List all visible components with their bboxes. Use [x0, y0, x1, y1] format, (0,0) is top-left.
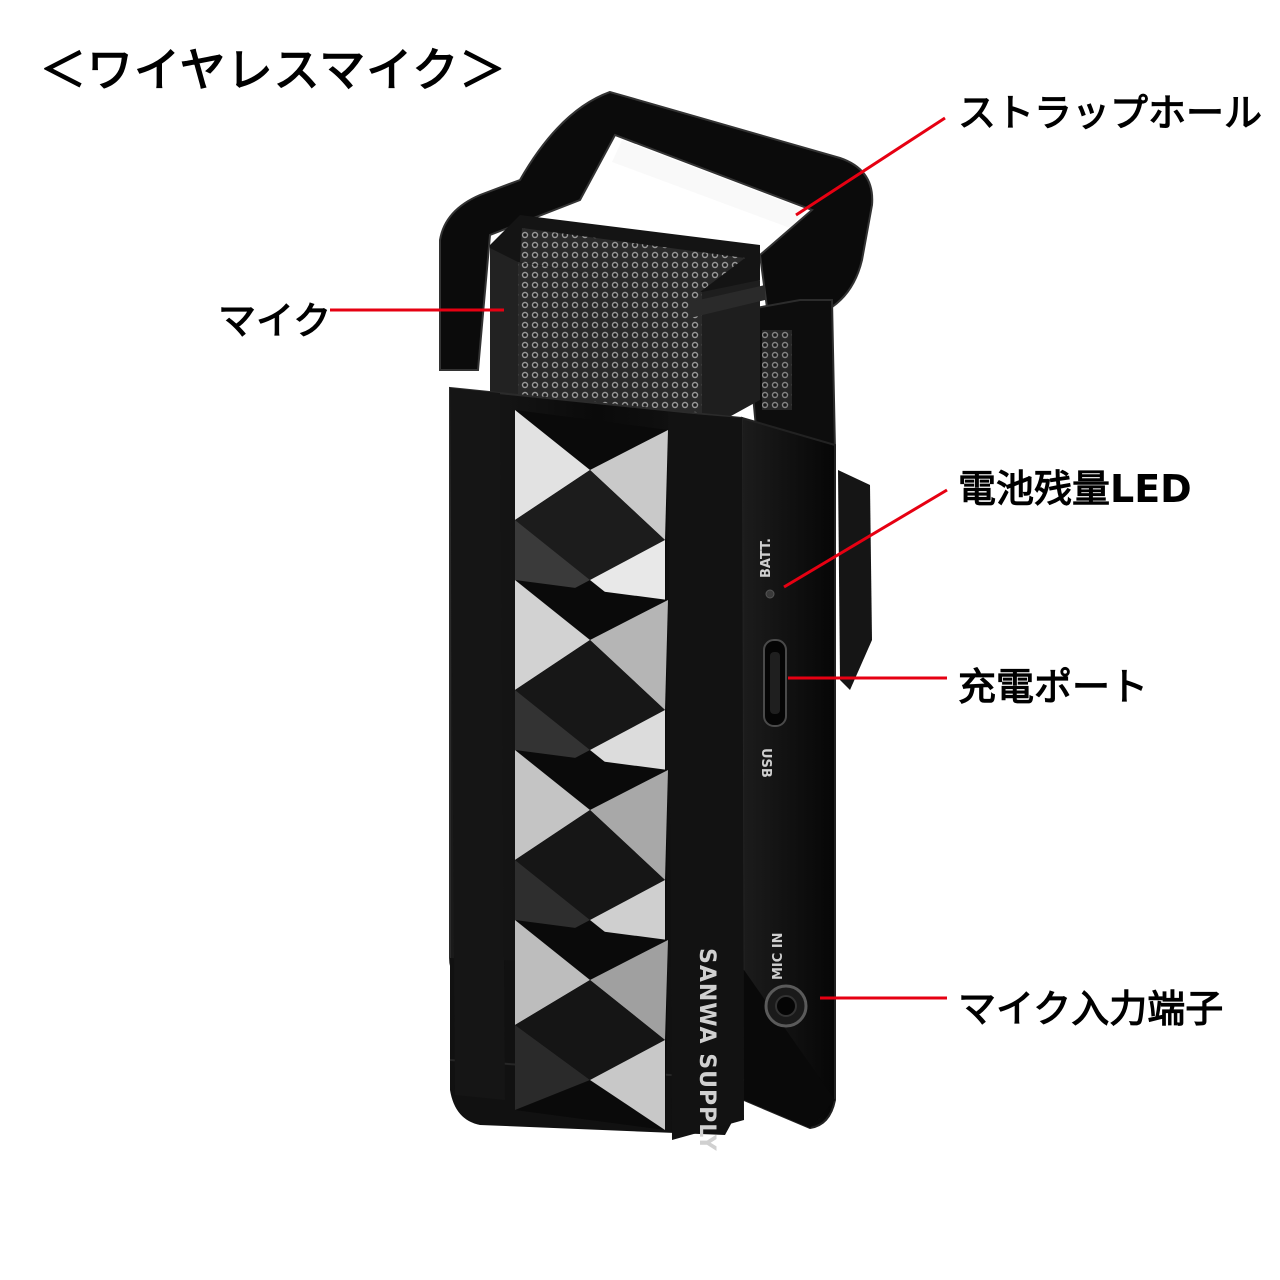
- belt-clip: [838, 470, 872, 690]
- brand-logo: SANWA SUPPLY: [694, 948, 719, 1152]
- leader-strap-hole: [795, 116, 946, 217]
- battery-led: [765, 589, 775, 599]
- diamond-pattern: [515, 410, 668, 1130]
- batt-label: BATT.: [759, 538, 774, 578]
- callout-charge-port: 充電ポート: [958, 665, 1149, 709]
- mic-in-label: MIC IN: [771, 932, 786, 980]
- callout-strap-hole: ストラップホール: [958, 91, 1263, 135]
- callout-mic-input: マイク入力端子: [958, 987, 1224, 1031]
- leader-battery-led: [783, 488, 948, 589]
- usb-label: USB: [758, 748, 773, 778]
- callout-battery-led: 電池残量LED: [958, 467, 1192, 511]
- page-title: ＜ワイヤレスマイク＞: [40, 43, 507, 97]
- callout-mic: マイク: [218, 299, 332, 343]
